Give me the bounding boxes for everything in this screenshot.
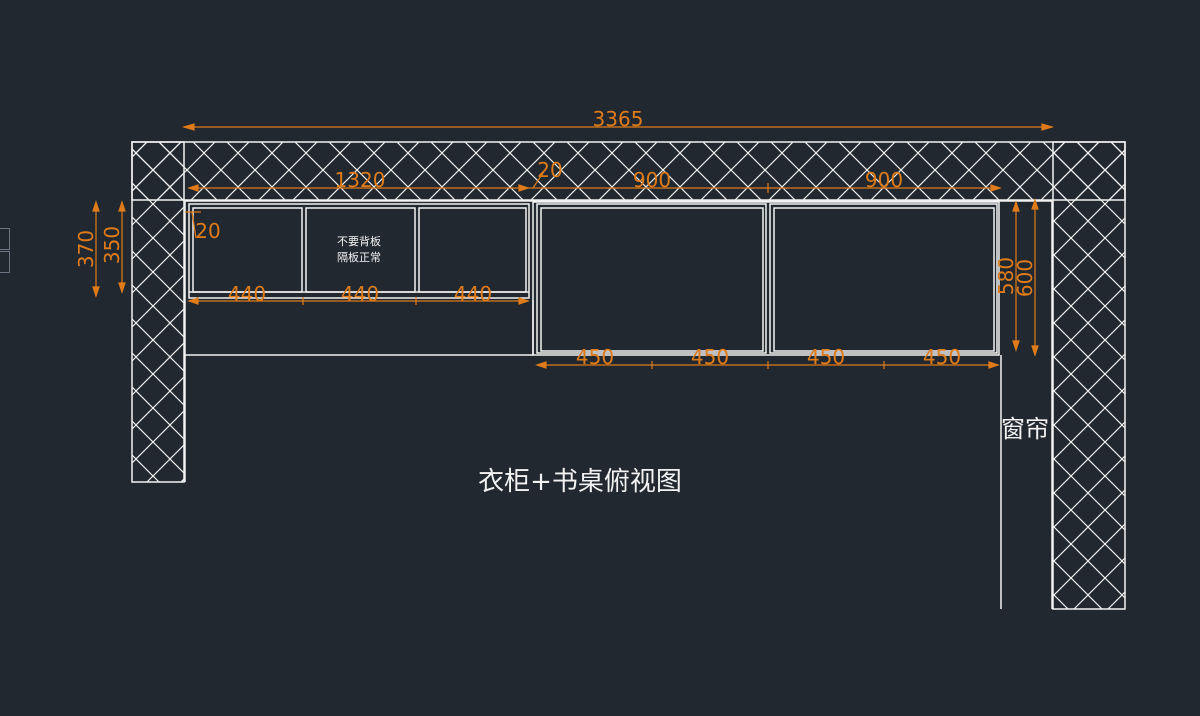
lower-cabinets bbox=[532, 201, 1000, 356]
wall-right bbox=[1052, 141, 1126, 610]
dimension-upper-bay-1: 440 bbox=[228, 282, 266, 306]
dimension-desk-left: 900 bbox=[633, 168, 671, 192]
dimension-gap: 20 bbox=[537, 158, 562, 182]
room-interior bbox=[185, 201, 1052, 621]
dimension-depth-inner-left: 350 bbox=[100, 226, 124, 264]
dimension-line-depth-right bbox=[1012, 198, 1039, 357]
dimension-lower-bay-2: 450 bbox=[691, 345, 729, 369]
wall-left bbox=[131, 141, 185, 483]
dimension-upper-bay-2: 440 bbox=[341, 282, 379, 306]
note-shelf-normal: 隔板正常 bbox=[337, 250, 381, 264]
dimension-line-upper-bays bbox=[187, 297, 530, 305]
wall-top bbox=[131, 141, 1126, 201]
dimension-line-wardrobe bbox=[187, 184, 530, 192]
dimension-leader-gap bbox=[528, 169, 546, 189]
dimension-lower-bay-1: 450 bbox=[576, 345, 614, 369]
dimension-upper-bay-3: 440 bbox=[454, 282, 492, 306]
dimension-overall-width: 3365 bbox=[593, 107, 644, 131]
drawing-title: 衣柜+书桌俯视图 bbox=[478, 467, 682, 497]
dimension-depth-outer-right: 600 bbox=[1013, 259, 1037, 297]
dimension-depth-outer-left: 370 bbox=[74, 230, 98, 268]
dimension-panel-thickness: 20 bbox=[195, 219, 220, 243]
dimension-lower-bay-3: 450 bbox=[807, 345, 845, 369]
upper-wardrobe bbox=[188, 203, 530, 299]
dimension-desk-right: 900 bbox=[865, 168, 903, 192]
dimension-line-depth-left bbox=[92, 200, 126, 298]
curtain-label: 窗帘 bbox=[1001, 415, 1049, 443]
dimension-depth-inner-right: 580 bbox=[994, 257, 1018, 295]
dimension-leader-panel bbox=[185, 211, 201, 239]
dimension-line-lower-bays bbox=[535, 361, 1000, 369]
side-panel-tab-lower[interactable] bbox=[0, 251, 10, 273]
dimension-line-desk bbox=[540, 183, 1002, 193]
dimension-line-overall bbox=[181, 123, 1055, 131]
side-panel-tab-upper[interactable] bbox=[0, 228, 10, 250]
dimension-lower-bay-4: 450 bbox=[923, 345, 961, 369]
note-no-back-panel: 不要背板 bbox=[337, 234, 381, 248]
dimension-wardrobe-width: 1320 bbox=[335, 168, 386, 192]
